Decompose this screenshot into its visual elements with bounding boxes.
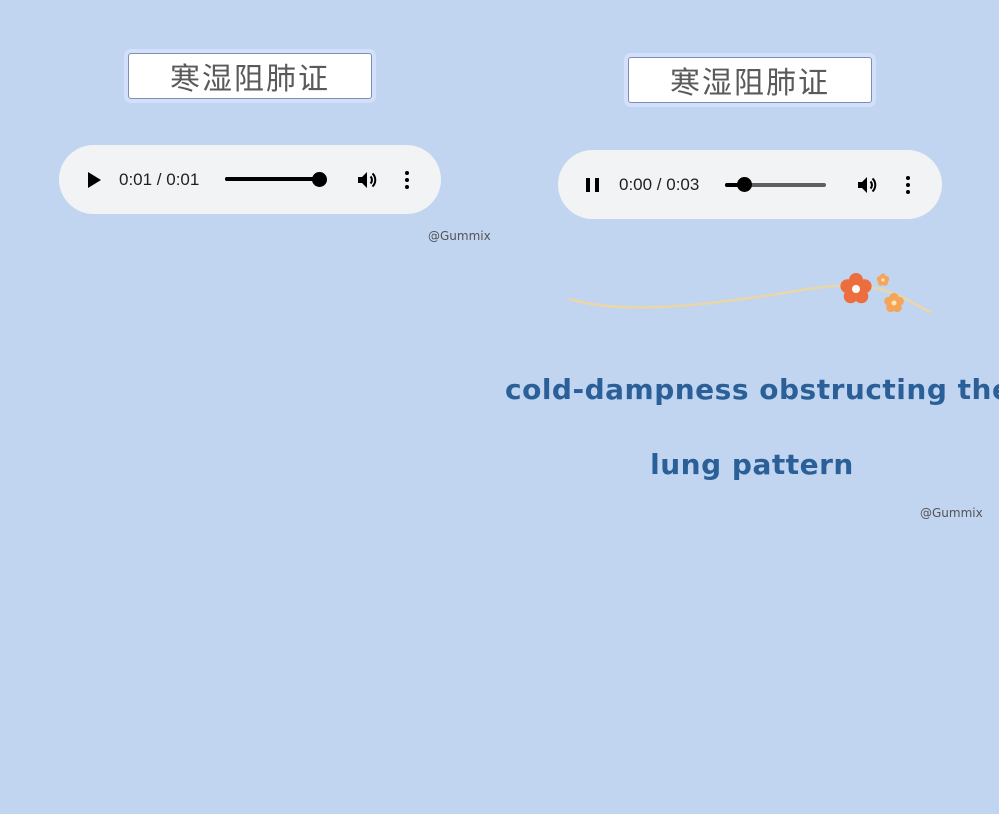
right-seek-progress xyxy=(725,183,746,187)
right-audio-player[interactable]: 0:00 / 0:03 xyxy=(558,150,942,219)
left-seek-bar[interactable] xyxy=(225,177,319,181)
right-watermark: @Gummix xyxy=(920,506,983,520)
right-title-box: 寒湿阻肺证 xyxy=(628,57,872,103)
more-vert-icon xyxy=(405,171,409,189)
right-more-button[interactable] xyxy=(896,173,920,197)
left-seek-handle[interactable] xyxy=(312,172,327,187)
left-time-display: 0:01 / 0:01 xyxy=(119,170,200,189)
right-volume-button[interactable] xyxy=(855,173,879,197)
left-volume-button[interactable] xyxy=(355,168,379,192)
right-title-text: 寒湿阻肺证 xyxy=(670,66,830,101)
caption-line-1: cold-dampness obstructing the xyxy=(505,373,999,406)
left-seek-progress xyxy=(225,177,319,181)
left-more-button[interactable] xyxy=(395,168,419,192)
left-title-box: 寒湿阻肺证 xyxy=(128,53,372,99)
play-icon xyxy=(88,172,101,188)
right-seek-handle[interactable] xyxy=(737,177,752,192)
play-button[interactable] xyxy=(83,169,105,191)
pause-button[interactable] xyxy=(582,174,604,196)
flower-vine-icon xyxy=(568,273,933,314)
right-seek-bar[interactable] xyxy=(725,183,826,187)
left-watermark: @Gummix xyxy=(428,229,491,243)
more-vert-icon xyxy=(906,176,910,194)
left-title-text: 寒湿阻肺证 xyxy=(170,62,330,97)
right-time-display: 0:00 / 0:03 xyxy=(619,175,700,194)
pause-icon xyxy=(586,178,599,192)
volume-icon xyxy=(358,172,377,188)
left-audio-player[interactable]: 0:01 / 0:01 xyxy=(59,145,441,214)
caption-line-2: lung pattern xyxy=(650,448,854,481)
volume-icon xyxy=(858,177,877,193)
